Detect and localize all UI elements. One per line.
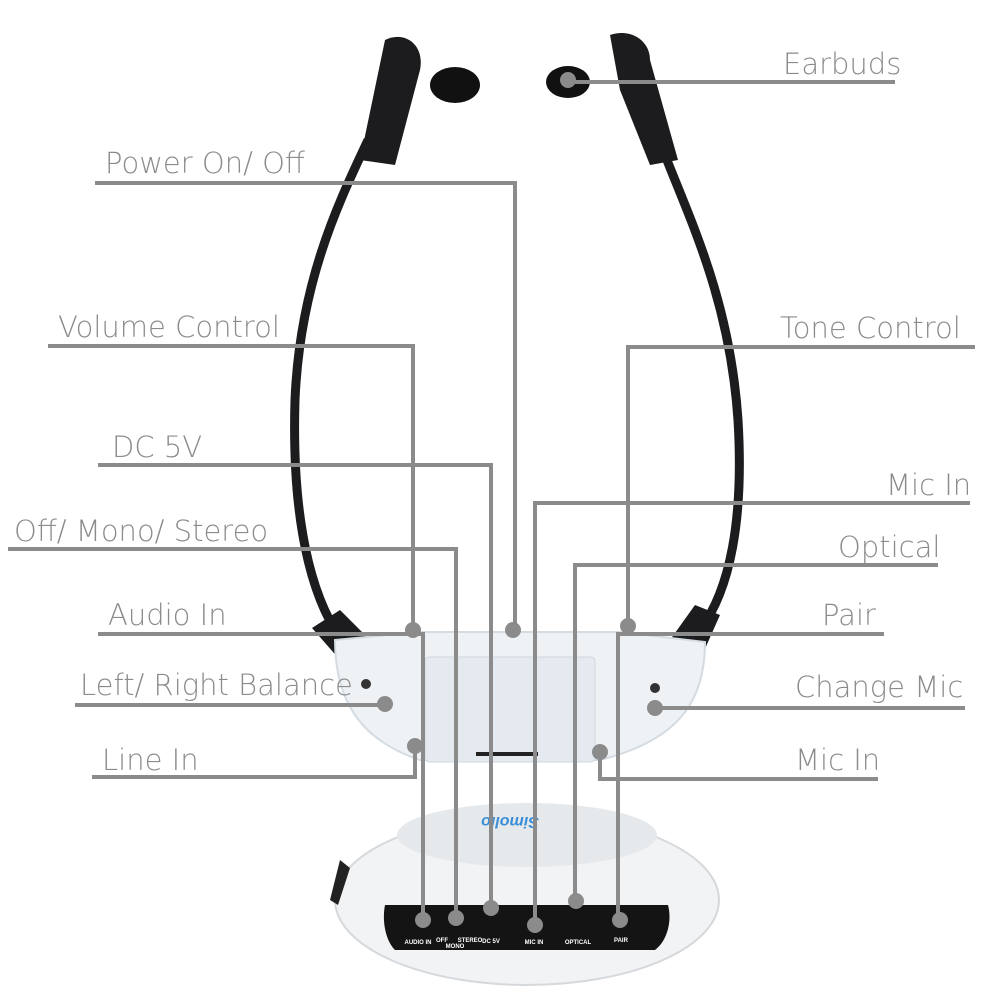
port-label-mic-in: MIC IN (525, 940, 544, 946)
label-power: Power On/ Off (105, 146, 305, 180)
leader-lines (8, 72, 975, 933)
leader-off-mono-stereo (8, 547, 458, 918)
leader-mic-in-top (533, 501, 970, 925)
left-earbud (430, 67, 480, 103)
base-station: Simolio AUDIO IN OFF MONO STEREO DC 5V M… (330, 803, 720, 986)
label-mic-in-top: Mic In (886, 468, 971, 502)
right-earpiece (610, 32, 678, 165)
label-off-mono-stereo: Off/ Mono/ Stereo (14, 514, 268, 548)
port-label-stereo: STEREO (458, 938, 483, 944)
label-line-in: Line In (102, 743, 199, 777)
leader-optical (573, 563, 938, 901)
leader-dc5v (98, 463, 493, 908)
leader-line-in (92, 746, 417, 779)
port-label-mono: MONO (446, 944, 465, 950)
label-optical: Optical (838, 530, 940, 564)
label-volume: Volume Control (58, 310, 280, 344)
leader-tone (626, 345, 975, 627)
label-audio-in: Audio In (108, 598, 227, 632)
label-balance: Left/ Right Balance (80, 668, 353, 702)
callout-labels: Earbuds Power On/ Off Volume Control Ton… (14, 47, 971, 777)
port-label-dc5v: DC 5V (482, 939, 500, 945)
port-label-pair: PAIR (614, 938, 629, 944)
brand-logo: Simolio (481, 813, 539, 830)
label-earbuds: Earbuds (783, 47, 901, 81)
label-tone: Tone Control (780, 311, 961, 345)
port-label-off: OFF (436, 938, 448, 944)
port-label-optical: OPTICAL (565, 940, 592, 946)
label-change-mic: Change Mic (795, 670, 963, 704)
label-pair: Pair (822, 598, 876, 632)
label-mic-in-bottom: Mic In (795, 743, 880, 777)
port-label-audio-in: AUDIO IN (405, 940, 432, 946)
left-earpiece (360, 36, 421, 165)
leader-audio-in (98, 632, 425, 920)
leader-pair (616, 632, 884, 920)
leader-mic-in-bottom (598, 752, 878, 781)
label-dc5v: DC 5V (112, 430, 202, 464)
leader-power (95, 181, 517, 630)
headset-illustration (290, 32, 744, 763)
leader-volume (48, 344, 415, 630)
